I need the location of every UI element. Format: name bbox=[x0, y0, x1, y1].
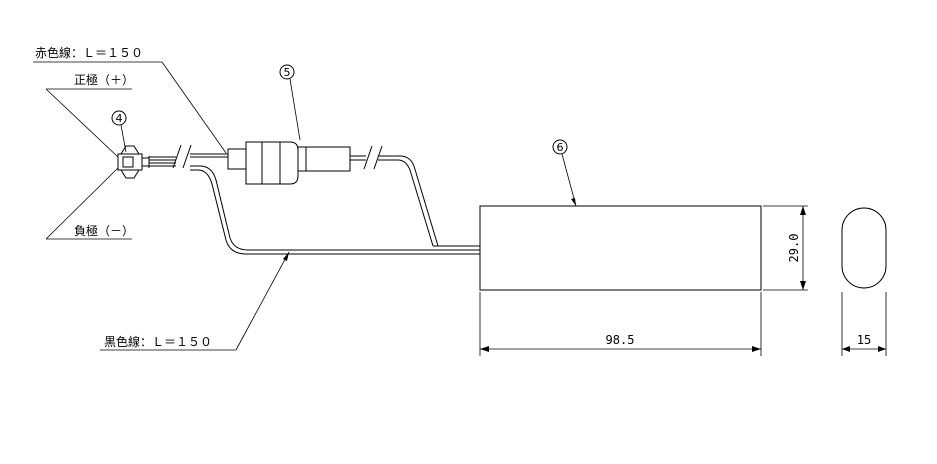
callout-connector: 4 bbox=[111, 110, 127, 153]
fuse-holder bbox=[227, 141, 439, 247]
callout-fuse-number: 5 bbox=[284, 66, 291, 79]
negative-leader bbox=[45, 167, 119, 240]
negative-label: 負極（－） bbox=[74, 223, 134, 238]
positive-label: 正極（＋） bbox=[74, 72, 134, 87]
dimension-height-value: 29.0 bbox=[787, 234, 801, 263]
dimension-width: 15 bbox=[841, 292, 887, 356]
connector bbox=[117, 145, 150, 179]
battery-side-view bbox=[841, 207, 887, 289]
positive-leader bbox=[45, 88, 119, 158]
dimension-length-value: 98.5 bbox=[606, 333, 635, 347]
red-wire bbox=[149, 144, 228, 169]
callout-fuse: 5 bbox=[279, 64, 301, 141]
battery-body bbox=[479, 205, 762, 291]
black-wire bbox=[149, 162, 480, 255]
dimension-width-value: 15 bbox=[857, 333, 871, 347]
dimension-height: 29.0 bbox=[763, 205, 808, 291]
red-wire-label: 赤色線：Ｌ＝１５０ bbox=[35, 45, 143, 60]
black-wire-label: 黒色線：Ｌ＝１５０ bbox=[104, 334, 212, 349]
black-wire-leader-arrow bbox=[283, 252, 289, 261]
callout-battery-number: 6 bbox=[557, 141, 564, 154]
black-wire-leader bbox=[235, 251, 290, 351]
dimension-length: 98.5 bbox=[479, 292, 762, 356]
callout-battery: 6 bbox=[552, 139, 577, 207]
red-wire-leader bbox=[161, 61, 227, 154]
callout-connector-number: 4 bbox=[116, 112, 123, 125]
